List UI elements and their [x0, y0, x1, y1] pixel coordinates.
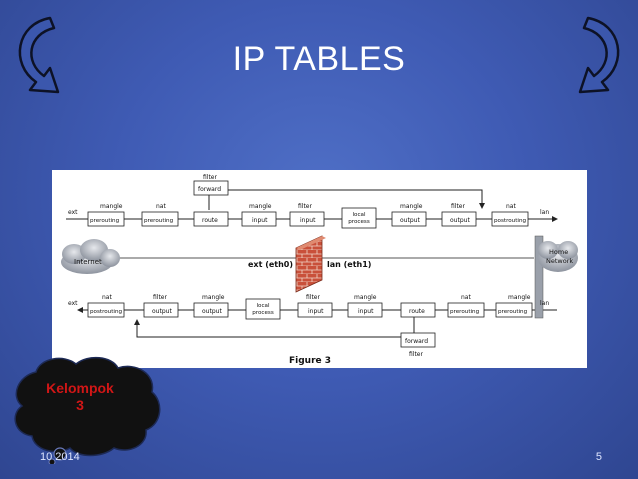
node-chain-label: prerouting: [90, 218, 120, 224]
node-table-label: nat: [102, 294, 112, 301]
node-chain-label: route: [409, 308, 425, 315]
top-node-1: mangle prerouting: [87, 203, 125, 227]
node-chain-label: forward: [198, 186, 221, 193]
bottom-row: nat postrouting filter output mangle out…: [87, 294, 533, 320]
iptables-flow-svg: Internet Home Network ext (eth0) lan (et…: [61, 174, 578, 366]
node-chain-label: prerouting: [144, 218, 174, 224]
top-node-8: filter output: [441, 203, 477, 227]
bottom-node-6: mangle input: [347, 294, 383, 318]
node-table-label: nat: [506, 203, 516, 210]
iptables-diagram: Internet Home Network ext (eth0) lan (et…: [52, 170, 587, 368]
bottom-node-1: nat postrouting: [87, 294, 125, 318]
node-table-label: mangle: [400, 203, 423, 210]
top-node-4: mangle input: [241, 203, 277, 227]
internet-label: Internet: [74, 258, 102, 266]
node-table-label: filter: [203, 174, 217, 181]
top-node-2: nat prerouting: [141, 203, 179, 227]
node-chain-label: input: [252, 217, 268, 224]
node-table-label: mangle: [100, 203, 123, 210]
figure-caption: Figure 3: [289, 356, 331, 366]
bottom-node-8: nat prerouting: [447, 294, 485, 318]
node-chain-label: input: [300, 217, 316, 224]
node-chain-label: output: [400, 217, 420, 224]
curved-arrow-right-icon: [578, 16, 620, 94]
edge-label-bottom-right: lan: [540, 300, 549, 307]
node-table-label: mangle: [354, 294, 377, 301]
top-node-9: nat postrouting: [491, 203, 529, 227]
node-chain-label: route: [202, 217, 218, 224]
node-chain-label: prerouting: [498, 309, 528, 315]
internet-cloud-icon: [61, 239, 120, 274]
bottom-forward-node: forward filter: [400, 332, 436, 358]
network-label: Network: [546, 257, 573, 265]
bottom-node-5: filter input: [297, 294, 333, 318]
node-chain-label: output: [450, 217, 470, 224]
curved-arrow-left-icon: [18, 16, 60, 94]
node-chain-label: prerouting: [450, 309, 480, 315]
node-table-label: filter: [298, 203, 312, 210]
firewall-wall-icon: [295, 235, 326, 293]
top-row: mangle prerouting nat prerouting route m…: [87, 203, 529, 229]
badge-line-1: Kelompok: [46, 380, 114, 396]
edge-label-top-right: lan: [540, 209, 549, 216]
node-table-label: nat: [461, 294, 471, 301]
slide-title: IP TABLES: [232, 40, 406, 78]
node-table-label: mangle: [508, 294, 531, 301]
node-table-label: mangle: [202, 294, 225, 301]
slide-number: 5: [595, 451, 602, 463]
bottom-node-3: mangle output: [193, 294, 229, 318]
top-forward-node: filter forward: [193, 174, 229, 196]
lan-interface-label: lan (eth1): [327, 260, 371, 269]
node-table-label: filter: [451, 203, 465, 210]
top-node-7: mangle output: [391, 203, 427, 227]
node-chain-label: input: [308, 308, 324, 315]
footer-date: 10 2014: [40, 451, 80, 463]
node-table-label: filter: [153, 294, 167, 301]
node-chain-label: postrouting: [494, 218, 527, 224]
ext-interface-label: ext (eth0): [248, 260, 293, 269]
top-node-3: route: [193, 211, 229, 227]
node-table-label: mangle: [249, 203, 272, 210]
edge-label-bottom-left: ext: [68, 300, 78, 307]
edge-label-top-left: ext: [68, 209, 78, 216]
node-chain-label: postrouting: [90, 309, 123, 315]
group-badge-text: Kelompok 3: [30, 380, 130, 414]
node-chain-label: input: [358, 308, 374, 315]
node-chain-label: output: [202, 308, 222, 315]
top-node-5: filter input: [289, 203, 325, 227]
node-table-label: nat: [156, 203, 166, 210]
bottom-node-7: route: [400, 302, 436, 318]
home-network-cloud-icon: [534, 235, 578, 319]
node-chain-label: output: [152, 308, 172, 315]
home-label: Home: [549, 248, 568, 256]
node-table-label: filter: [306, 294, 320, 301]
thought-cloud-icon: [14, 356, 161, 464]
bottom-node-2: filter output: [143, 294, 179, 318]
bottom-node-9: mangle prerouting: [495, 294, 533, 318]
node-table-label: filter: [409, 351, 423, 358]
badge-line-2: 3: [76, 397, 84, 413]
node-chain-label: forward: [405, 338, 428, 345]
